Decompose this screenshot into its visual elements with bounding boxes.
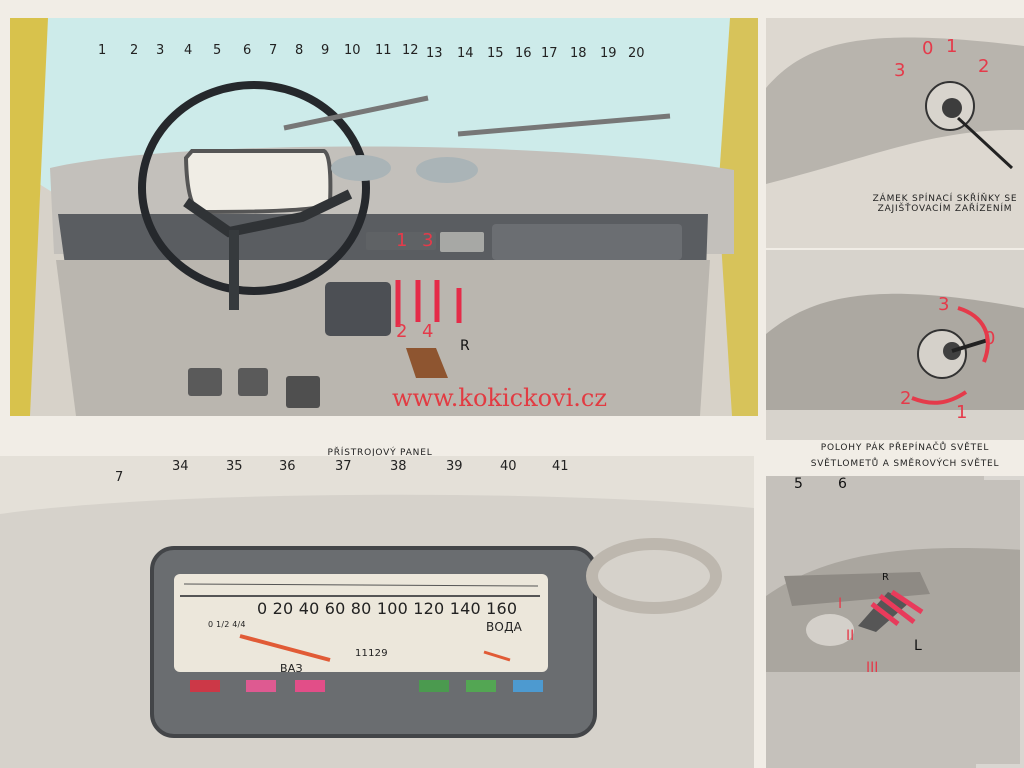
lever-i: I [838,596,842,612]
ignition-mid-1: 1 [956,402,967,423]
lever-ii: II [846,628,854,644]
gear-3: 3 [422,230,433,251]
callout-3: 3 [156,43,164,58]
callout-8: 8 [295,43,303,58]
ignition-2: 2 [978,56,989,77]
speedometer-scale: 0 20 40 60 80 100 120 140 160 [257,599,517,618]
gear-4: 4 [422,321,433,342]
callout-13: 13 [426,46,443,61]
callout-20: 20 [628,46,645,61]
callout-39: 39 [446,459,463,474]
callout-16: 16 [515,46,532,61]
callout-7: 7 [269,43,277,58]
callout-18: 18 [570,46,587,61]
callout-36: 36 [279,459,296,474]
instrument-panel: 7 34 35 36 37 38 39 40 41 0 20 40 60 80 … [0,456,754,768]
callout-5: 5 [213,43,221,58]
callout-1: 1 [98,43,106,58]
gear-r: R [460,338,470,354]
odometer: 11129 [355,648,388,659]
callout-35: 35 [226,459,243,474]
baz-label: ВАЗ [280,662,303,675]
fuel-scale: 0 1/2 4/4 [208,620,246,629]
callout-40: 40 [500,459,517,474]
callout-11: 11 [375,43,392,58]
callout-17: 17 [541,46,558,61]
gear-2: 2 [396,321,407,342]
lever-6: 6 [838,476,847,492]
lever-r: R [882,572,889,583]
callout-4: 4 [184,43,192,58]
ignition-top-panel: 3 0 1 2 ZÁMEK SPÍNACÍ SKŘÍŇKY SE ZAJIŠŤO… [766,18,1024,248]
callout-12: 12 [402,43,419,58]
callout-15: 15 [487,46,504,61]
ignition-mid-2: 2 [900,388,911,409]
callout-10: 10 [344,43,361,58]
lever-iii: III [866,660,878,676]
callout-7-bottom: 7 [115,470,123,485]
callout-14: 14 [457,46,474,61]
ignition-0: 0 [922,38,933,59]
lever-illustration [766,476,1024,768]
ignition-caption: ZÁMEK SPÍNACÍ SKŘÍŇKY SE ZAJIŠŤOVACÍM ZA… [870,194,1020,214]
callout-37: 37 [335,459,352,474]
callout-38: 38 [390,459,407,474]
ignition-mid-0: 0 [984,328,995,349]
lever-5: 5 [794,476,803,492]
callout-41: 41 [552,459,569,474]
callout-34: 34 [172,459,189,474]
dashboard-main-panel: 1 2 3 4 5 6 7 8 9 10 11 12 13 14 15 16 1… [10,18,758,416]
lever-caption: POLOHY PÁK PŘEPÍNAČŮ SVĚTEL SVĚTLOMETŮ A… [786,440,1024,472]
gear-1: 1 [396,230,407,251]
ignition-1: 1 [946,36,957,57]
callout-6: 6 [243,43,251,58]
watermark-text: www.kokickovi.cz [392,384,607,412]
water-label: ВОДА [486,620,522,634]
ignition-3: 3 [894,60,905,81]
callout-2: 2 [130,43,138,58]
ignition-mid-3: 3 [938,294,949,315]
dashboard-illustration [10,18,758,416]
callout-9: 9 [321,43,329,58]
ignition-middle-panel: 3 0 2 1 [766,250,1024,440]
lever-l: L [914,638,922,654]
callout-19: 19 [600,46,617,61]
lever-panel: 5 6 R I II III L [766,476,1024,768]
